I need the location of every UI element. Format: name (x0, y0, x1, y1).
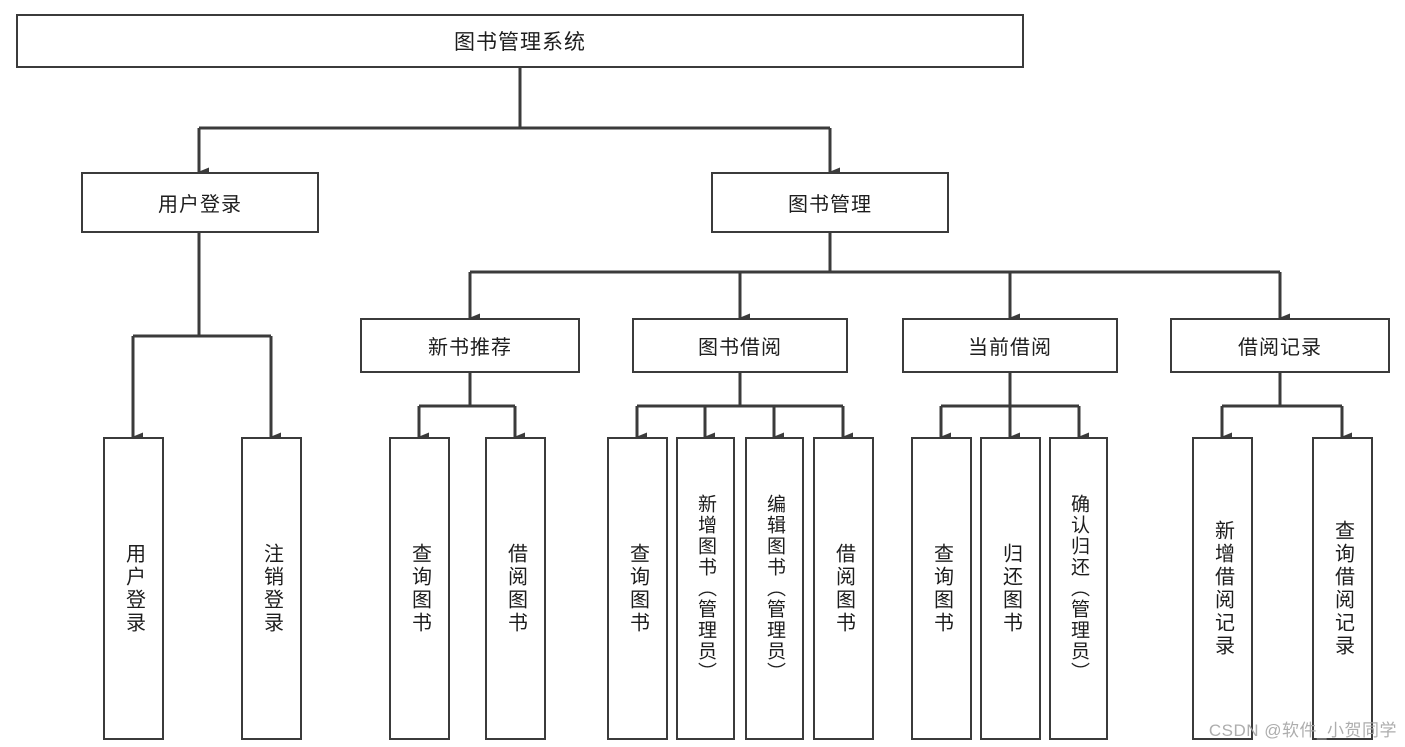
leaf-label: 归还图书 (999, 542, 1022, 635)
leaf-logout[interactable]: 注销登录 (241, 437, 302, 740)
leaf-query-book-borrow[interactable]: 查询图书 (607, 437, 668, 740)
node-user-login[interactable]: 用户登录 (81, 172, 319, 233)
leaf-label: 注销登录 (260, 542, 283, 635)
node-book-borrow[interactable]: 图书借阅 (632, 318, 848, 373)
node-label: 借阅记录 (1238, 337, 1322, 359)
node-root-system[interactable]: 图书管理系统 (16, 14, 1024, 68)
leaf-query-borrow-record[interactable]: 查询借阅记录 (1312, 437, 1373, 740)
leaf-label: 查询图书 (626, 542, 649, 635)
leaf-label: 编辑图书（管理员） (764, 494, 785, 683)
node-current-borrow[interactable]: 当前借阅 (902, 318, 1118, 373)
node-book-management[interactable]: 图书管理 (711, 172, 949, 233)
leaf-query-book-recommend[interactable]: 查询图书 (389, 437, 450, 740)
node-label: 图书借阅 (698, 337, 782, 359)
leaf-label: 新增图书（管理员） (695, 494, 716, 683)
node-label: 用户登录 (158, 194, 242, 216)
node-label: 当前借阅 (968, 337, 1052, 359)
node-borrow-record[interactable]: 借阅记录 (1170, 318, 1390, 373)
leaf-label: 用户登录 (122, 542, 145, 635)
leaf-label: 查询图书 (408, 542, 431, 635)
leaf-label: 查询借阅记录 (1331, 519, 1354, 658)
leaf-borrow-book[interactable]: 借阅图书 (813, 437, 874, 740)
leaf-return-book[interactable]: 归还图书 (980, 437, 1041, 740)
node-new-book-recommend[interactable]: 新书推荐 (360, 318, 580, 373)
watermark: CSDN @软件_小贺同学 (1208, 721, 1397, 740)
leaf-add-book-admin[interactable]: 新增图书（管理员） (676, 437, 735, 740)
leaf-add-borrow-record[interactable]: 新增借阅记录 (1192, 437, 1253, 740)
leaf-label: 新增借阅记录 (1211, 519, 1234, 658)
leaf-label: 借阅图书 (832, 542, 855, 635)
leaf-query-book-current[interactable]: 查询图书 (911, 437, 972, 740)
node-label: 图书管理系统 (454, 31, 586, 54)
leaf-borrow-book-recommend[interactable]: 借阅图书 (485, 437, 546, 740)
leaf-edit-book-admin[interactable]: 编辑图书（管理员） (745, 437, 804, 740)
node-label: 图书管理 (788, 194, 872, 216)
leaf-user-login[interactable]: 用户登录 (103, 437, 164, 740)
node-label: 新书推荐 (428, 337, 512, 359)
leaf-label: 查询图书 (930, 542, 953, 635)
leaf-label: 确认归还（管理员） (1068, 494, 1089, 683)
leaf-confirm-return-admin[interactable]: 确认归还（管理员） (1049, 437, 1108, 740)
leaf-label: 借阅图书 (504, 542, 527, 635)
